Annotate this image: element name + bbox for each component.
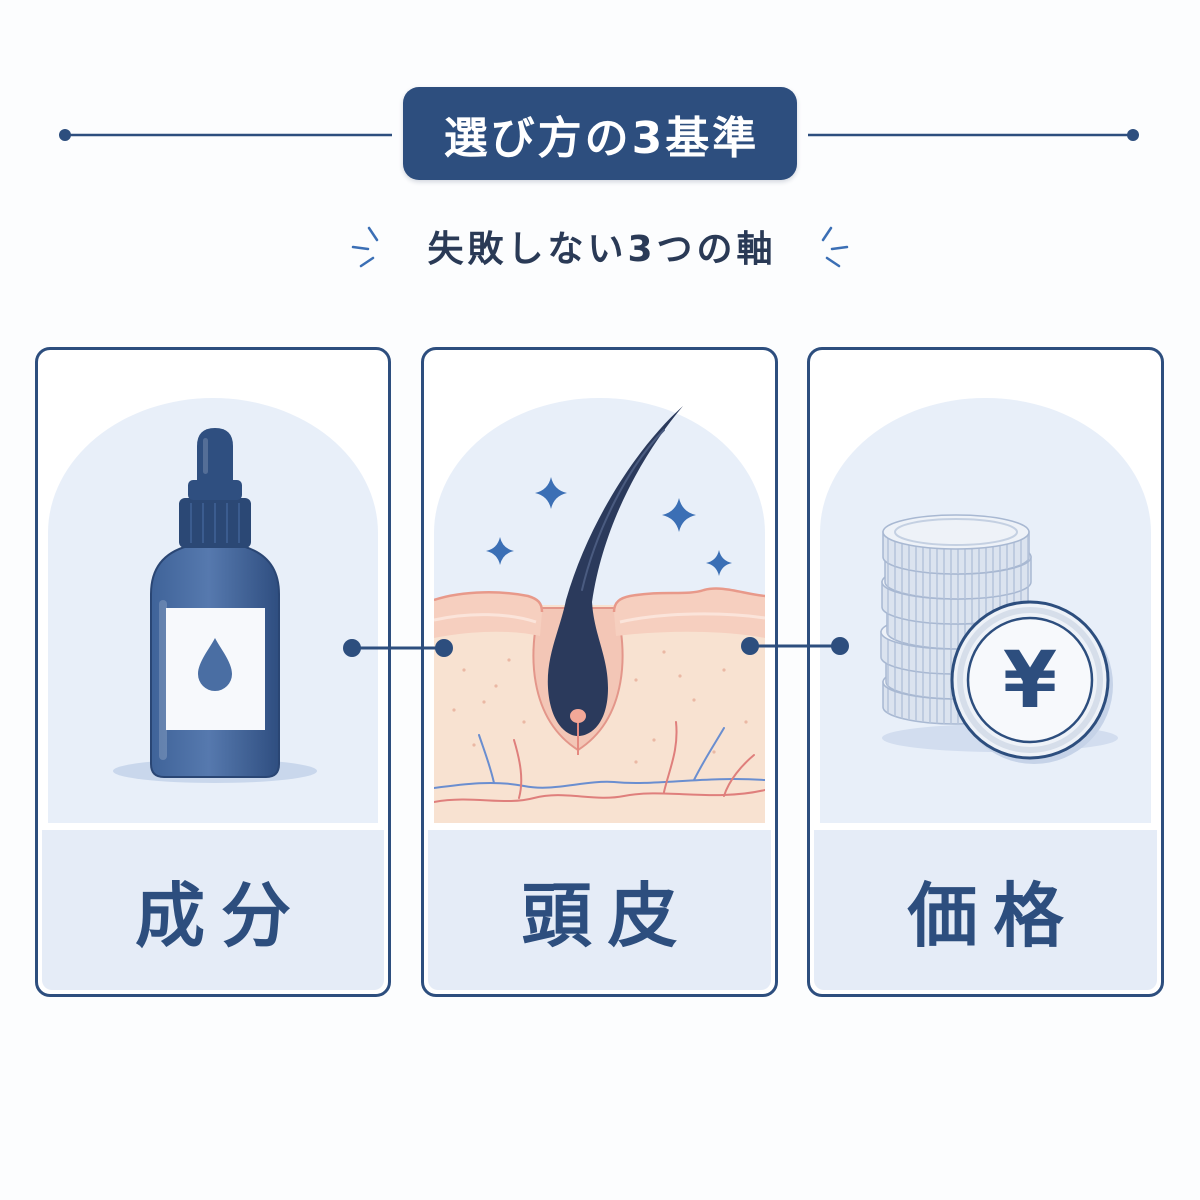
dropper-bulb xyxy=(197,428,233,482)
epidermis-inner-line-left xyxy=(434,613,537,624)
card-label-band: 価格 xyxy=(814,830,1157,990)
sparkle-group xyxy=(486,477,732,576)
dermal-papilla xyxy=(570,709,586,723)
coin-face-ring xyxy=(894,518,1018,546)
yen-coins-icon: ¥ xyxy=(880,514,1118,764)
bottle-highlight xyxy=(159,600,167,760)
emphasis-marks-right-icon xyxy=(821,226,849,268)
card-label-scalp: 頭皮 xyxy=(521,874,694,957)
card-price: ¥ 価格 xyxy=(807,347,1164,997)
stacked-coin xyxy=(882,514,1030,575)
sparkle-icon xyxy=(662,498,696,532)
subtitle-row: 失敗しない3つの軸 xyxy=(400,218,800,274)
dropper-bottle-icon xyxy=(113,428,317,783)
vein-blue-branch xyxy=(693,727,725,781)
sparkle-icon xyxy=(486,537,514,565)
water-drop-icon xyxy=(198,638,232,691)
coin-face xyxy=(882,514,1030,550)
card-ingredients: 成分 xyxy=(35,347,391,997)
yen-coin: ¥ xyxy=(950,600,1113,764)
dropper-neck-ring xyxy=(188,480,242,500)
hair-strand xyxy=(547,406,683,736)
card-label-band: 頭皮 xyxy=(428,830,771,990)
page-title: 選び方の3基準 xyxy=(443,112,760,164)
skin-surface-right xyxy=(612,587,765,613)
title-rule-right-dot xyxy=(1127,129,1139,141)
artery-red-branch xyxy=(723,754,755,797)
yen-coin-bevel xyxy=(957,607,1103,753)
bottle-collar-ribs xyxy=(190,503,240,543)
blood-vessels xyxy=(434,721,765,803)
card-label-ingredients: 成分 xyxy=(135,874,307,957)
artery-red xyxy=(434,789,765,803)
card-label-band: 成分 xyxy=(42,830,384,990)
artery-red-branch xyxy=(513,739,523,799)
emphasis-marks-left-icon xyxy=(351,226,379,268)
artery-red-branch xyxy=(663,721,678,793)
yen-coin-face xyxy=(966,616,1094,744)
dropper-bulb-highlight xyxy=(203,438,208,474)
hair-strand-highlight xyxy=(581,429,665,591)
sparkle-icon xyxy=(706,550,732,576)
page-subtitle: 失敗しない3つの軸 xyxy=(427,229,777,270)
vein-blue-branch xyxy=(478,734,495,784)
title-rule-left-dot xyxy=(59,129,71,141)
title-badge: 選び方の3基準 xyxy=(403,87,797,180)
scalp-hair-follicle-icon xyxy=(434,406,765,823)
card-label-price: 価格 xyxy=(907,874,1080,957)
yen-symbol: ¥ xyxy=(1003,636,1057,726)
skin-surface-left xyxy=(434,591,544,613)
card-scalp: 頭皮 xyxy=(421,347,778,997)
sparkle-icon xyxy=(535,477,567,509)
epidermis-inner-line-right xyxy=(619,612,765,624)
